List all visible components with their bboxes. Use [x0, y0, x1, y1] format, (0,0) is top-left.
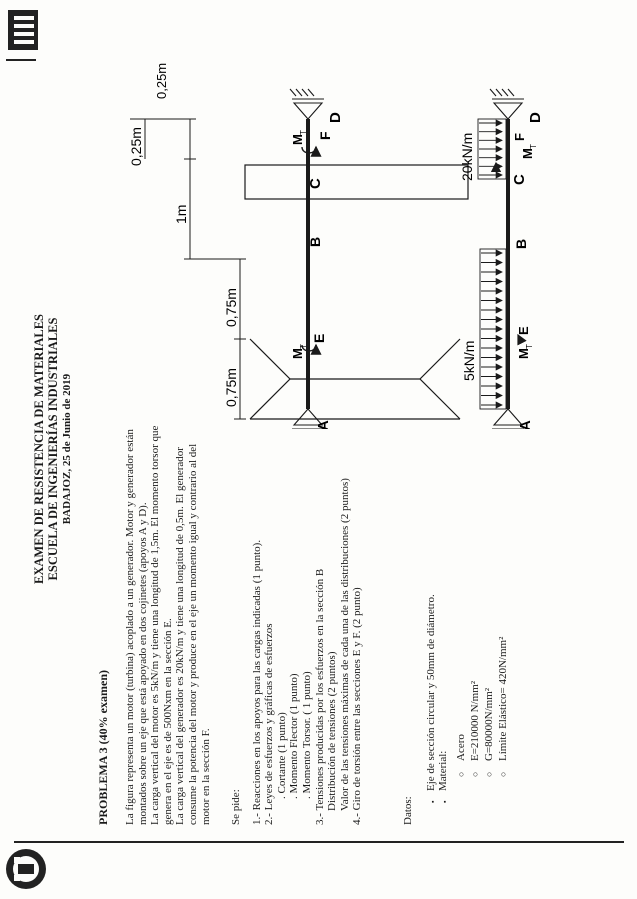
ask-item: 2.- Leyes de esfuerzos y gráficas de esf…: [263, 623, 276, 825]
torque-mt-f-icon: M T: [290, 130, 322, 157]
ask-subitem: . Momento Torsor. ( 1 punto): [300, 671, 313, 799]
support-a-icon: [292, 408, 324, 429]
beam-diagrams: A B C D E F M T M T 0,75m 0,75m: [128, 63, 544, 429]
label-mt-e-free-body-sub: T: [525, 344, 534, 349]
label-c: C: [307, 178, 324, 189]
label-b: B: [307, 237, 323, 247]
label-f: F: [317, 131, 333, 140]
label-mt-e-sub: T: [299, 344, 308, 349]
data-section: Datos: Eje de sección circular y 50mm de…: [402, 594, 510, 825]
label-b-free-body: B: [513, 239, 529, 249]
label-mt-f-sub: T: [299, 130, 308, 135]
asks-section: Se pide: 1.- Reacciones en los apoyos pa…: [230, 478, 364, 825]
dim-1m: 1m: [173, 205, 189, 224]
label-e-free-body: E: [516, 326, 531, 335]
data-label: Datos:: [402, 796, 414, 825]
dim-075-left: 0,75m: [223, 368, 239, 407]
distributed-load-generator: [477, 118, 507, 180]
label-a: A: [315, 420, 332, 429]
dim-075-right: 0,75m: [223, 288, 239, 327]
material-item: G=80000N/mm²: [482, 594, 496, 761]
data-list: Eje de sección circular y 50mm de diámet…: [425, 594, 510, 825]
dim-025-b: 0,25m: [154, 63, 169, 99]
torque-arrow-e-icon: [517, 333, 527, 346]
motor-body: [249, 338, 461, 420]
label-mt-e-free-body: M: [516, 348, 531, 359]
school-logo-icon: [8, 10, 38, 50]
right-margin-line: [6, 59, 36, 61]
ask-item: 1.- Reacciones en los apoyos para las ca…: [250, 539, 263, 825]
label-f-free-body: F: [512, 133, 527, 141]
support-d-icon: [289, 88, 324, 120]
dim-025-a: 0,25m: [128, 127, 144, 166]
support-a-icon-free-body: [492, 408, 524, 429]
dimension-lines: [130, 118, 246, 420]
ask-item: 3.- Tensiones producidas por los esfuerz…: [313, 568, 326, 825]
label-d: D: [327, 112, 344, 123]
data-item: Material:: [437, 594, 450, 791]
university-logo-icon: [6, 849, 46, 889]
material-item: E=210000 N/mm²: [468, 594, 482, 761]
label-mt-f-free-body: M: [520, 148, 535, 159]
label-c-free-body: C: [511, 174, 528, 185]
ask-item: 4.- Giro de torsión entre las secciones …: [351, 587, 364, 825]
label-e: E: [311, 334, 327, 343]
ask-subitem: Distribución de tensiones (2 puntos): [326, 651, 339, 811]
label-d-free-body: D: [527, 112, 544, 123]
support-d-icon-free-body: [489, 88, 524, 120]
label-a-free-body: A: [517, 420, 534, 429]
material-item: Acero: [454, 594, 468, 761]
left-margin-line: [14, 841, 624, 843]
material-list: Acero E=210000 N/mm² G=80000N/mm² Límite…: [454, 594, 510, 791]
ask-subitem: Valor de las tensiones máximas de cada u…: [338, 478, 351, 811]
label-mt-f: M: [290, 134, 305, 145]
ask-subitem: . Cortante (1 punto): [275, 712, 288, 799]
ask-subitem: . Momento Flector (1 punto): [288, 673, 301, 799]
problem-title: PROBLEMA 3 (40% examen): [96, 670, 110, 825]
data-item: Eje de sección circular y 50mm de diámet…: [425, 594, 438, 791]
generator-body: [244, 164, 469, 200]
distributed-load-motor: [479, 248, 507, 410]
asks-label: Se pide:: [230, 789, 242, 825]
label-mt-e: M: [290, 348, 305, 359]
label-mt-f-free-body-sub: T: [529, 144, 538, 149]
material-item: Límite Elástico= 420N/mm²: [496, 594, 510, 761]
load-motor-label: 5kN/m: [461, 341, 477, 381]
torque-mt-e-icon: M T: [290, 343, 322, 359]
load-generator-label: 20kN/m: [459, 133, 475, 181]
